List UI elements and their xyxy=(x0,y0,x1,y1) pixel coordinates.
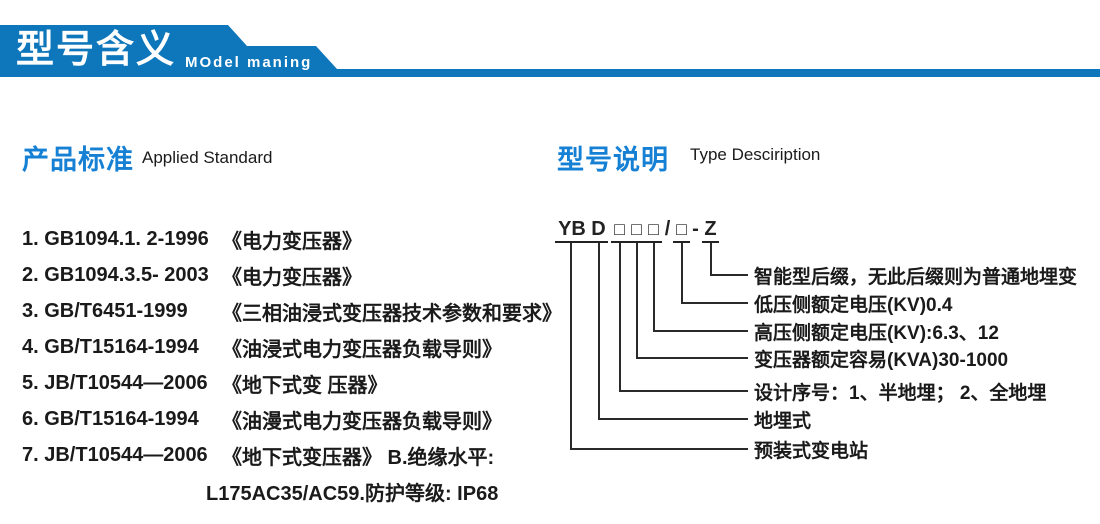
code-label-design-serial: 设计序号：1、半地埋； 2、全地埋 xyxy=(754,383,1047,404)
standard-item: 7. JB/T10544—2006 《地下式变压器》 B.绝缘水平: xyxy=(22,437,567,473)
standard-name: 《电力变压器》 xyxy=(222,266,362,289)
connector-line xyxy=(619,243,748,392)
standard-item: 5. JB/T10544—2006 《地下式变 压器》 xyxy=(22,365,567,401)
model-code-separator: / xyxy=(664,218,671,240)
standard-item: 4. GB/T15164-1994 《油浸式电力变压器负载导则》 xyxy=(22,329,567,365)
connector-line xyxy=(681,243,748,304)
standard-name: 《地下式变 压器》 xyxy=(222,374,388,397)
standard-code: 6. GB/T15164-1994 xyxy=(22,407,199,430)
standard-item: 6. GB/T15164-1994 《油漫式电力变压器负载导则》 xyxy=(22,401,567,437)
type-description-heading-zh: 型号说明 xyxy=(557,145,669,175)
code-label-lv-voltage: 低压侧额定电压(KV)0.4 xyxy=(754,295,953,316)
type-description-heading-en: Type Desciription xyxy=(690,145,821,164)
model-code-segment-box: □ xyxy=(628,218,645,243)
standard-name: 《三相油浸式变压器技术参数和要求》 xyxy=(222,302,562,325)
connector-line xyxy=(598,243,748,420)
connector-line xyxy=(653,243,748,332)
standard-code: 3. GB/T6451-1999 xyxy=(22,299,188,322)
connector-line xyxy=(710,243,748,276)
standard-code: 4. GB/T15164-1994 xyxy=(22,335,199,358)
banner-subtitle: MOdel maning xyxy=(185,54,313,71)
standard-code: 2. GB1094.3.5- 2003 xyxy=(22,263,209,286)
banner-title: 型号含义 xyxy=(16,29,177,71)
code-label-z-suffix: 智能型后缀，无此后缀则为普通地埋变 xyxy=(754,267,1078,288)
standard-name: 《地下式变压器》 B.绝缘水平: xyxy=(222,446,495,469)
standards-heading-en: Applied Standard xyxy=(142,148,273,167)
section-banner: 型号含义 MOdel maning xyxy=(0,25,1100,77)
standards-heading-zh: 产品标准 xyxy=(22,145,134,175)
model-code-segment: YB xyxy=(555,218,589,243)
code-label-rated-capacity: 变压器额定容易(KVA)30-1000 xyxy=(754,350,1009,371)
standard-code: 1. GB1094.1. 2-1996 xyxy=(22,227,209,250)
standard-item: 2. GB1094.3.5- 2003 《电力变压器》 xyxy=(22,257,567,293)
connector-line xyxy=(636,243,748,359)
standards-list: 1. GB1094.1. 2-1996 《电力变压器》 2. GB1094.3.… xyxy=(22,221,567,509)
connector-line xyxy=(570,243,748,450)
standard-name: 《油浸式电力变压器负载导则》 xyxy=(222,338,502,361)
model-code-segment: D xyxy=(589,218,608,243)
code-label-prefab-substation: 预装式变电站 xyxy=(754,441,869,462)
standard-item: 3. GB/T6451-1999 《三相油浸式变压器技术参数和要求》 xyxy=(22,293,567,329)
model-code-segment: Z xyxy=(702,218,719,243)
code-label-hv-voltage: 高压侧额定电压(KV):6.3、12 xyxy=(754,323,999,344)
standard-name: 《油漫式电力变压器负载导则》 xyxy=(222,410,502,433)
standard-item-continuation: L175AC35/AC59.防护等级: IP68 xyxy=(206,482,499,505)
standard-name: 《电力变压器》 xyxy=(222,230,362,253)
standard-code: 5. JB/T10544—2006 xyxy=(22,371,208,394)
model-code-segment-box: □ xyxy=(645,218,662,243)
model-code-segment-box: □ xyxy=(673,218,690,243)
model-code-segment-box: □ xyxy=(611,218,628,243)
code-label-buried-type: 地埋式 xyxy=(754,411,812,432)
standard-item: 1. GB1094.1. 2-1996 《电力变压器》 xyxy=(22,221,567,257)
model-code-separator: - xyxy=(692,218,699,240)
standard-code: 7. JB/T10544—2006 xyxy=(22,443,208,466)
